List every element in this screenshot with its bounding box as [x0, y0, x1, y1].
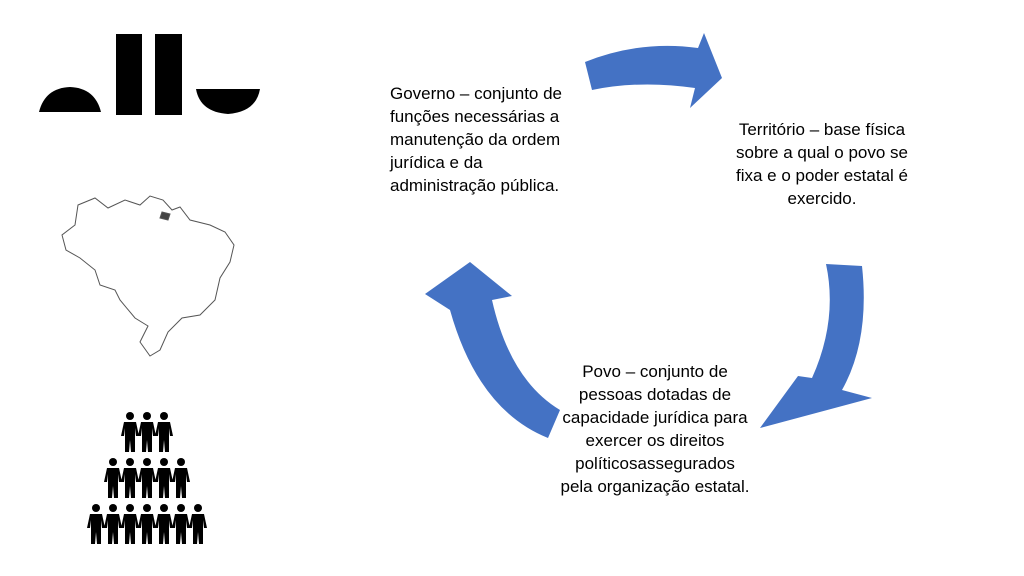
person-figure: [172, 504, 190, 544]
person-figure: [104, 458, 122, 498]
person-figure: [87, 504, 105, 544]
person-figure: [121, 412, 139, 452]
person-figure: [138, 458, 156, 498]
person-figure: [121, 458, 139, 498]
person-figure: [189, 504, 207, 544]
arrow-governo-to-territorio: [585, 33, 722, 108]
person-figure: [155, 458, 173, 498]
territorio-text: Território – base física sobre a qual o …: [735, 120, 908, 208]
arrow-territorio-to-povo: [760, 264, 872, 428]
person-figure: [172, 458, 190, 498]
povo-text: Povo – conjunto de pessoas dotadas de ca…: [560, 362, 750, 496]
person-figure: [155, 412, 173, 452]
person-figure: [155, 504, 173, 544]
brazil-map-icon: [61, 195, 235, 357]
governo-text: Governo – conjunto de funções necessária…: [390, 84, 563, 195]
government-building-icon: [39, 34, 260, 115]
person-figure: [121, 504, 139, 544]
arrow-povo-to-governo: [425, 262, 560, 438]
person-figure: [104, 504, 122, 544]
person-figure: [138, 504, 156, 544]
people-crowd-icon: [87, 412, 207, 544]
person-figure: [138, 412, 156, 452]
